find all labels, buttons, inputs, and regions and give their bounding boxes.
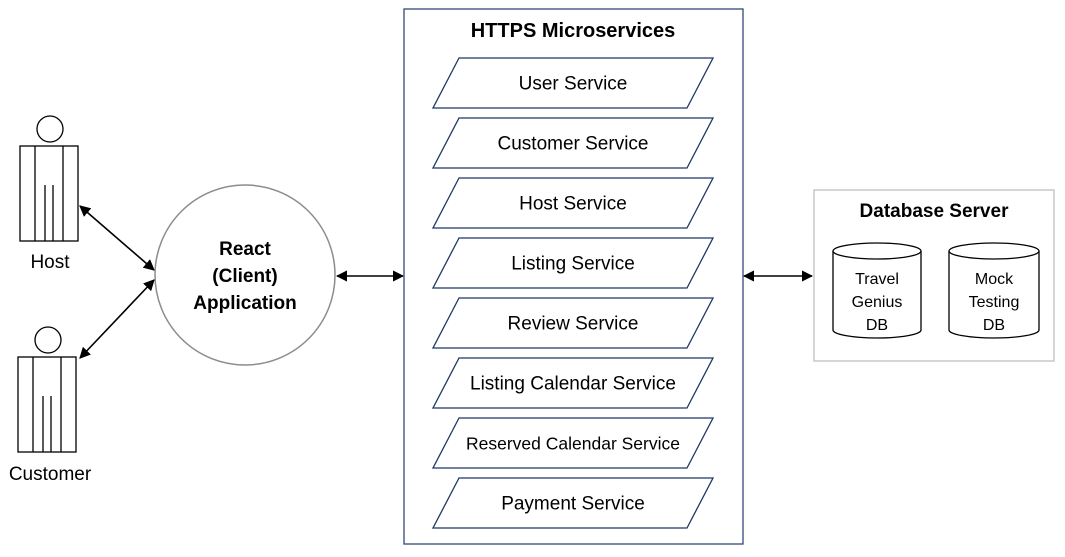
- customer-label: Customer: [9, 464, 92, 485]
- customer-actor-icon: [17, 326, 77, 453]
- client-label-line1: React: [219, 239, 271, 260]
- database-server-title: Database Server: [860, 201, 1010, 222]
- host-label: Host: [30, 252, 70, 273]
- service-shape-5: [431, 297, 715, 349]
- service-label-6: Listing Calendar Service: [470, 374, 676, 395]
- db1-label-line2: Genius: [852, 294, 903, 311]
- client-label-line2: (Client): [212, 266, 277, 287]
- db1-label-line3: DB: [866, 317, 888, 334]
- service-label-7: Reserved Calendar Service: [466, 434, 680, 454]
- service-shape-7: [431, 417, 715, 469]
- host-client-arrow: [79, 205, 155, 271]
- db2-label-line2: Testing: [969, 294, 1020, 311]
- service-label-5: Review Service: [508, 314, 639, 335]
- service-shape-6: [431, 357, 715, 409]
- db2-label-line3: DB: [983, 317, 1005, 334]
- client-label-line3: Application: [193, 293, 296, 314]
- db2-label-line1: Mock: [975, 271, 1014, 288]
- host-actor-icon: [19, 115, 79, 242]
- service-shape-4: [431, 237, 715, 289]
- customer-client-arrow: [79, 279, 155, 359]
- service-label-2: Customer Service: [498, 134, 649, 155]
- service-label-3: Host Service: [519, 194, 627, 215]
- service-label-4: Listing Service: [511, 254, 635, 275]
- service-label-1: User Service: [519, 74, 628, 95]
- service-shape-3: [431, 177, 715, 229]
- service-shape-1: [431, 57, 715, 109]
- travel-genius-db-cylinder-icon: [832, 242, 922, 339]
- service-shape-8: [431, 477, 715, 529]
- service-shape-2: [431, 117, 715, 169]
- microservices-title: HTTPS Microservices: [471, 20, 676, 42]
- db1-label-line1: Travel: [855, 271, 899, 288]
- mock-testing-db-cylinder-icon: [948, 242, 1040, 339]
- service-label-8: Payment Service: [501, 494, 645, 515]
- client-application-circle: [154, 184, 336, 366]
